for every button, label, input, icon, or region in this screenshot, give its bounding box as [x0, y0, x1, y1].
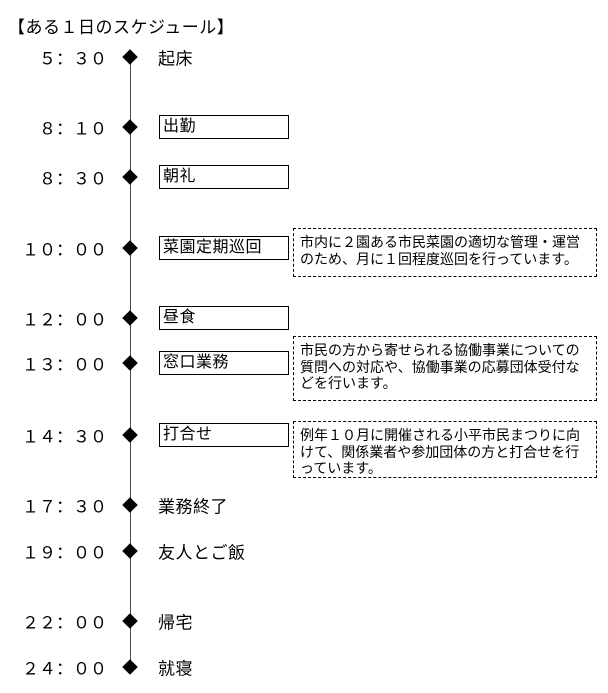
time-label: １０：００ — [22, 240, 107, 260]
event-label-box: 菜園定期巡回 — [159, 236, 289, 260]
event-label: 帰宅 — [158, 613, 193, 633]
diamond-marker-icon — [122, 240, 138, 256]
timeline-row: ５：３０ 起床 — [0, 45, 608, 69]
time-label: １４：３０ — [22, 427, 107, 447]
diamond-marker-icon — [122, 659, 138, 675]
diamond-marker-icon — [122, 310, 138, 326]
timeline-row: １４：３０ 打合せ — [0, 423, 608, 447]
time-label: ８：１０ — [39, 119, 107, 139]
diamond-marker-icon — [122, 119, 138, 135]
diamond-marker-icon — [122, 355, 138, 371]
event-label-box: 朝礼 — [159, 165, 289, 189]
event-label: 起床 — [158, 49, 193, 69]
event-label-box: 昼食 — [159, 306, 289, 330]
time-label: ２４：００ — [22, 659, 107, 679]
diamond-marker-icon — [122, 169, 138, 185]
timeline-row: １０：００ 菜園定期巡回 — [0, 236, 608, 260]
time-label: ８：３０ — [39, 169, 107, 189]
note-box-saien: 市内に２園ある市民菜園の適切な管理・運営のため、月に１回程度巡回を行っています。 — [293, 228, 597, 277]
time-label: １９：００ — [22, 543, 107, 563]
event-label: 友人とご飯 — [158, 543, 246, 563]
event-label-box: 出勤 — [159, 115, 289, 139]
timeline-row: １７：３０ 業務終了 — [0, 493, 608, 517]
event-label-box: 窓口業務 — [159, 351, 289, 375]
timeline-row: １２：００ 昼食 — [0, 306, 608, 330]
time-label: １２：００ — [22, 310, 107, 330]
diamond-marker-icon — [122, 497, 138, 513]
timeline-row: ２２：００ 帰宅 — [0, 609, 608, 633]
diamond-marker-icon — [122, 613, 138, 629]
diamond-marker-icon — [122, 427, 138, 443]
time-label: １７：３０ — [22, 497, 107, 517]
page-title: 【ある１日のスケジュール】 — [8, 18, 235, 37]
note-box-uchiawase: 例年１０月に開催される小平市民まつりに向けて、関係業者や参加団体の方と打合せを行… — [293, 421, 597, 478]
timeline-row: １３：００ 窓口業務 — [0, 351, 608, 375]
timeline-row: １９：００ 友人とご飯 — [0, 539, 608, 563]
event-label-box: 打合せ — [159, 423, 289, 447]
timeline-row: ８：３０ 朝礼 — [0, 165, 608, 189]
diamond-marker-icon — [122, 49, 138, 65]
timeline-row: ８：１０ 出勤 — [0, 115, 608, 139]
time-label: １３：００ — [22, 355, 107, 375]
event-label: 業務終了 — [158, 497, 228, 517]
timeline-row: ２４：００ 就寝 — [0, 655, 608, 679]
time-label: ２２：００ — [22, 613, 107, 633]
diamond-marker-icon — [122, 543, 138, 559]
event-label: 就寝 — [158, 659, 193, 679]
time-label: ５：３０ — [39, 49, 107, 69]
note-box-madoguchi: 市民の方から寄せられる協働事業についての質問への対応や、協働事業の応募団体受付な… — [293, 336, 597, 401]
